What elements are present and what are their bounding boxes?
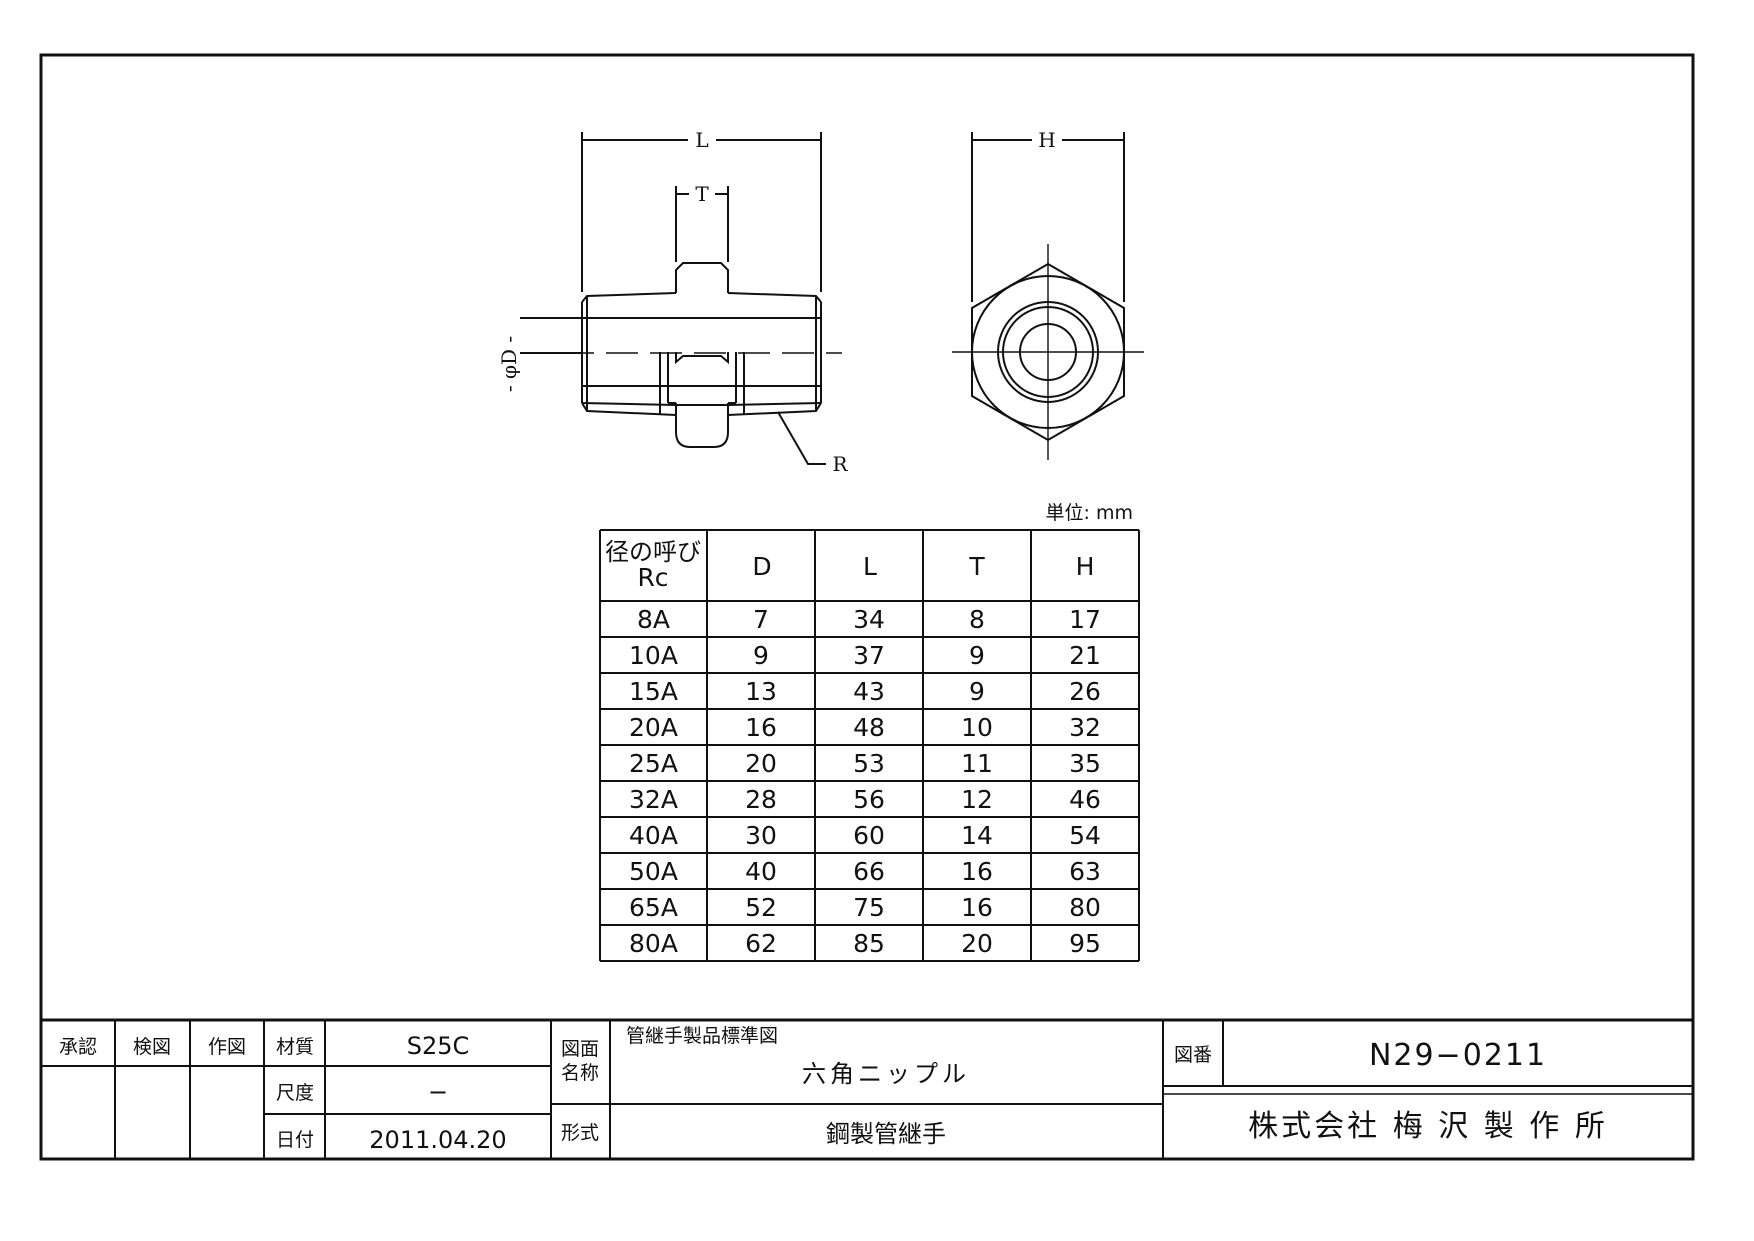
- cell-H: 46: [1069, 785, 1101, 814]
- header-D: D: [752, 552, 771, 581]
- table-row: 25A 20 53 11 35: [629, 749, 1101, 778]
- cell-D: 20: [745, 749, 777, 778]
- cell-T: 20: [961, 929, 993, 958]
- title-block: [41, 1018, 1693, 1159]
- table-row: 10A 9 37 9 21: [629, 641, 1101, 670]
- cell-D: 30: [745, 821, 777, 850]
- cell-D: 40: [745, 857, 777, 886]
- date-value: 2011.04.20: [369, 1126, 506, 1154]
- cell-T: 11: [961, 749, 993, 778]
- cell-H: 26: [1069, 677, 1101, 706]
- company-name: 株式会社 梅 沢 製 作 所: [1248, 1109, 1608, 1144]
- cell-size: 32A: [629, 785, 678, 814]
- date-label: 日付: [276, 1129, 314, 1151]
- approval-label: 承認: [59, 1036, 97, 1058]
- cell-H: 80: [1069, 893, 1101, 922]
- header-T: T: [968, 552, 985, 581]
- cell-L: 60: [853, 821, 885, 850]
- dimension-table: 径の呼び Rc D L T H 8A 7 34 8 17 10A 9 37 9 21 15A 13 43…: [599, 529, 1140, 962]
- cell-L: 34: [853, 605, 885, 634]
- cell-L: 85: [853, 929, 885, 958]
- table-row: 32A 28 56 12 46: [629, 785, 1101, 814]
- drawing-name-label-1: 図面: [561, 1038, 599, 1060]
- drawing-frame: [39, 53, 1695, 1161]
- table-row: 50A 40 66 16 63: [629, 857, 1101, 886]
- scale-label: 尺度: [276, 1082, 314, 1104]
- header-H: H: [1076, 552, 1095, 581]
- dim-phiD-label: - φD -: [497, 336, 521, 392]
- table-row: 20A 16 48 10 32: [629, 713, 1101, 742]
- check-label: 検図: [133, 1036, 171, 1058]
- scale-value: −: [428, 1078, 448, 1106]
- drawing-name-label-2: 名称: [561, 1062, 599, 1084]
- header-size-line2: Rc: [637, 563, 668, 592]
- cell-D: 52: [745, 893, 777, 922]
- drawn-label: 作図: [208, 1036, 246, 1058]
- cell-H: 63: [1069, 857, 1101, 886]
- material-label: 材質: [276, 1036, 314, 1058]
- cell-size: 8A: [637, 605, 670, 634]
- cell-H: 17: [1069, 605, 1101, 634]
- cell-size: 40A: [629, 821, 678, 850]
- front-view: [952, 132, 1144, 460]
- cell-D: 7: [753, 605, 769, 634]
- cell-H: 32: [1069, 713, 1101, 742]
- cell-H: 54: [1069, 821, 1101, 850]
- cell-H: 95: [1069, 929, 1101, 958]
- cell-T: 9: [969, 677, 985, 706]
- cell-L: 66: [853, 857, 885, 886]
- cell-T: 16: [961, 857, 993, 886]
- side-view: [520, 132, 842, 465]
- cell-size: 15A: [629, 677, 678, 706]
- drawing-number-value: N29−0211: [1369, 1038, 1547, 1073]
- cell-size: 50A: [629, 857, 678, 886]
- cell-L: 53: [853, 749, 885, 778]
- cell-D: 28: [745, 785, 777, 814]
- cell-size: 20A: [629, 713, 678, 742]
- cell-D: 62: [745, 929, 777, 958]
- cell-L: 75: [853, 893, 885, 922]
- type-value: 鋼製管継手: [826, 1120, 946, 1148]
- cell-size: 80A: [629, 929, 678, 958]
- table-unit: 単位: mm: [1046, 502, 1133, 524]
- series-title: 管継手製品標準図: [626, 1025, 778, 1047]
- dim-L-label: L: [695, 128, 708, 152]
- cell-L: 43: [853, 677, 885, 706]
- cell-T: 10: [961, 713, 993, 742]
- cell-L: 37: [853, 641, 885, 670]
- header-size-line1: 径の呼び: [605, 538, 701, 566]
- cell-T: 8: [969, 605, 985, 634]
- cell-T: 9: [969, 641, 985, 670]
- product-name: 六角ニップル: [802, 1060, 970, 1088]
- material-value: S25C: [407, 1032, 470, 1060]
- dim-R-label: R: [832, 452, 848, 476]
- header-L: L: [863, 552, 877, 581]
- type-label: 形式: [561, 1122, 599, 1144]
- cell-T: 16: [961, 893, 993, 922]
- drawing-number-label: 図番: [1174, 1044, 1212, 1066]
- cell-H: 35: [1069, 749, 1101, 778]
- cell-T: 12: [961, 785, 993, 814]
- table-row: 80A 62 85 20 95: [629, 929, 1101, 958]
- dim-H-label: H: [1038, 128, 1055, 152]
- cell-L: 48: [853, 713, 885, 742]
- cell-size: 25A: [629, 749, 678, 778]
- dim-T-label: T: [695, 182, 709, 206]
- table-row: 15A 13 43 9 26: [629, 677, 1101, 706]
- cell-D: 9: [753, 641, 769, 670]
- table-row: 8A 7 34 8 17: [637, 605, 1101, 634]
- cell-D: 13: [745, 677, 777, 706]
- cell-L: 56: [853, 785, 885, 814]
- cell-D: 16: [745, 713, 777, 742]
- cell-H: 21: [1069, 641, 1101, 670]
- table-row: 40A 30 60 14 54: [629, 821, 1101, 850]
- cell-size: 10A: [629, 641, 678, 670]
- cell-size: 65A: [629, 893, 678, 922]
- table-row: 65A 52 75 16 80: [629, 893, 1101, 922]
- cell-T: 14: [961, 821, 993, 850]
